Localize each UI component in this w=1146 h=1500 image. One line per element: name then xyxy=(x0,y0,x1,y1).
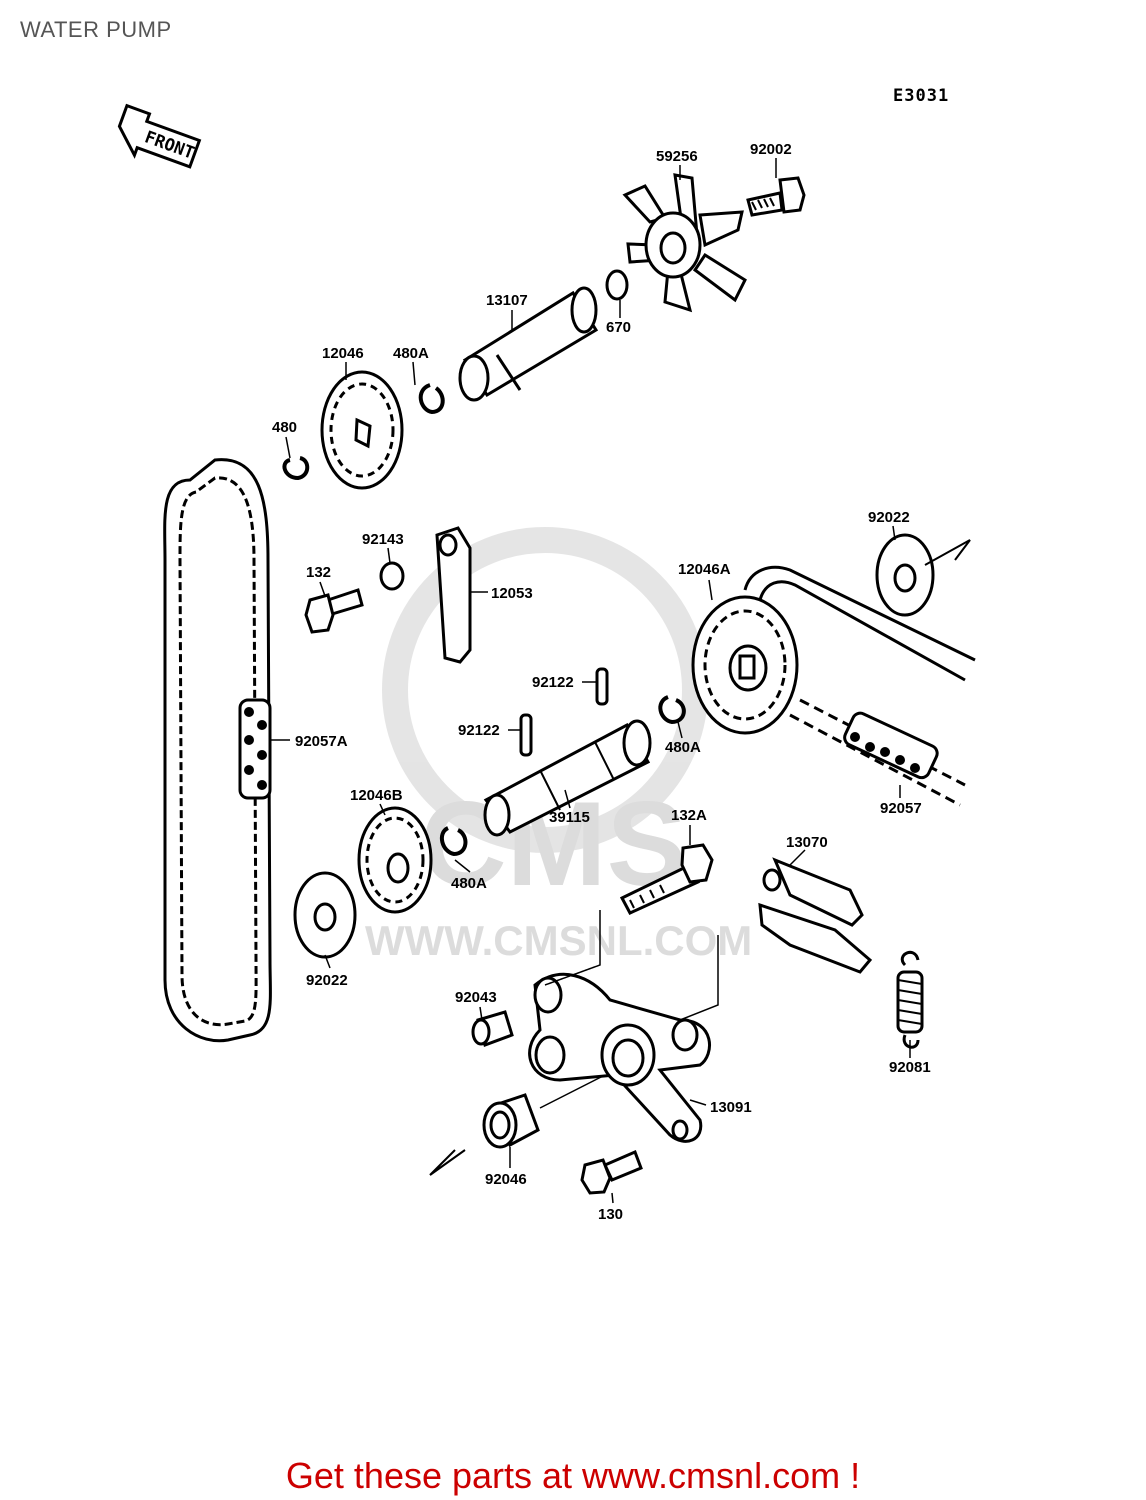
o-ring xyxy=(605,269,629,301)
part-label: 92081 xyxy=(889,1059,931,1076)
front-arrow-icon: FRONT xyxy=(117,103,202,169)
chain-right xyxy=(743,565,976,807)
watermark-url: WWW.CMSNL.COM xyxy=(365,917,752,964)
part-label: 132A xyxy=(671,807,707,824)
spring xyxy=(896,950,924,1049)
part-labels: 59256 92002 13107 670 12046 480A 480 920… xyxy=(272,141,931,1223)
part-label: 92057 xyxy=(880,800,922,817)
part-label: 92122 xyxy=(532,674,574,691)
pin-92122-a xyxy=(595,667,609,706)
part-label: 12046 xyxy=(322,345,364,362)
part-label: 92057A xyxy=(295,733,348,750)
bolt xyxy=(746,176,806,217)
part-label: 480A xyxy=(393,345,429,362)
chain-link-section-right xyxy=(843,711,939,780)
sprocket-shaft xyxy=(483,719,652,837)
part-label: 59256 xyxy=(656,148,698,165)
part-label: 13091 xyxy=(710,1099,752,1116)
chain-link-section xyxy=(238,698,272,800)
sprocket-12046A xyxy=(691,595,799,735)
leader-lines xyxy=(270,158,911,1204)
pin-92122-b xyxy=(519,713,533,757)
part-label: 130 xyxy=(598,1206,623,1223)
part-label: 12053 xyxy=(491,585,533,602)
bushing-92043 xyxy=(471,1010,514,1047)
part-label: 480A xyxy=(451,875,487,892)
part-label: 670 xyxy=(606,319,631,336)
bolt-132A xyxy=(619,843,714,915)
part-label: 92122 xyxy=(458,722,500,739)
sprocket-12046 xyxy=(320,370,404,490)
footer-cta-link[interactable]: Get these parts at www.cmsnl.com ! xyxy=(285,1455,861,1496)
tensioner-arm xyxy=(528,972,712,1143)
bolt-132 xyxy=(304,588,364,634)
circlip-480A-right xyxy=(658,695,686,725)
part-label: 12046B xyxy=(350,787,403,804)
circlip-480A xyxy=(418,383,445,415)
washer-92143 xyxy=(379,561,405,591)
part-label: 13107 xyxy=(486,292,528,309)
chain-guide xyxy=(435,526,472,664)
part-label: 92043 xyxy=(455,989,497,1006)
pointer-arrow xyxy=(924,539,971,566)
pointer-arrow-lower xyxy=(429,1149,466,1176)
part-label: 92022 xyxy=(868,509,910,526)
pump-shaft xyxy=(458,286,599,402)
part-label: 480 xyxy=(272,419,297,436)
page-title: WATER PUMP xyxy=(20,17,172,42)
part-label: 92002 xyxy=(750,141,792,158)
exploded-parts-diagram: CMS WWW.CMSNL.COM FRONT xyxy=(117,103,976,1223)
chain-loop-left xyxy=(163,458,272,1043)
diagram-code: E3031 xyxy=(893,86,950,106)
part-label: 480A xyxy=(665,739,701,756)
bolt-130 xyxy=(580,1149,643,1195)
part-label: 39115 xyxy=(549,809,590,826)
bearing-92046 xyxy=(482,1093,540,1149)
washer-92022-lower xyxy=(293,871,357,959)
sprocket-12046B xyxy=(357,806,433,914)
part-label: 92046 xyxy=(485,1171,527,1188)
circlip-480 xyxy=(282,456,310,481)
part-label: 13070 xyxy=(786,834,828,851)
part-label: 92143 xyxy=(362,531,404,548)
circlip-480A-lower xyxy=(439,826,468,857)
impeller xyxy=(622,173,747,313)
washer-92022-top xyxy=(875,533,935,617)
part-label: 92022 xyxy=(306,972,348,989)
chain-tensioner-slider xyxy=(758,857,873,974)
part-label: 132 xyxy=(306,564,331,581)
part-label: 12046A xyxy=(678,561,731,578)
